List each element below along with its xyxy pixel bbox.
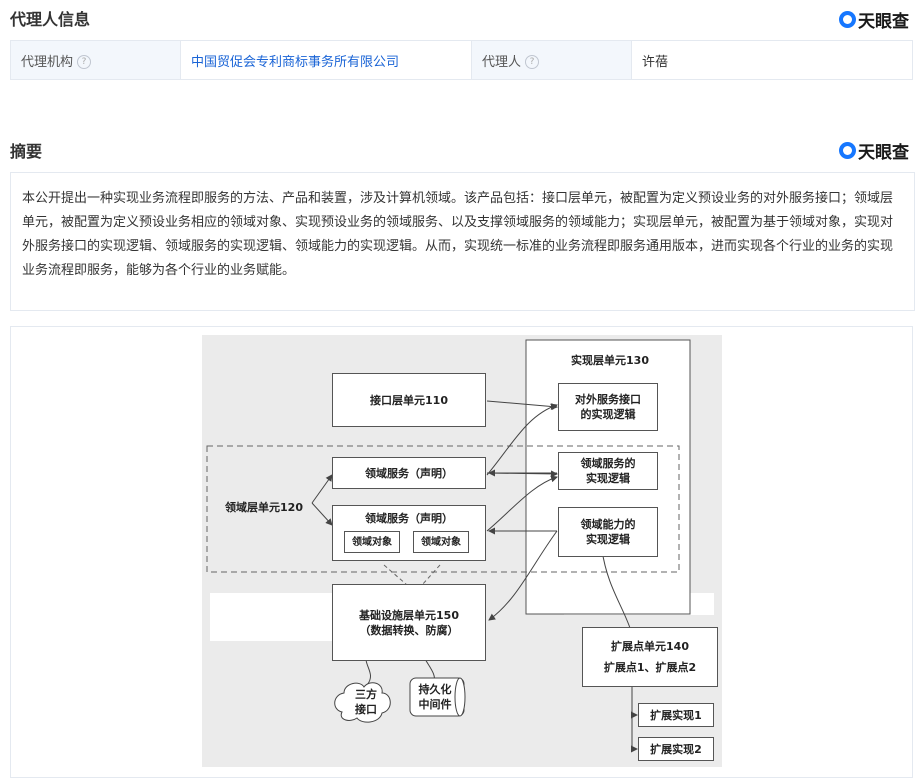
domain-object-box-2: 领域对象	[413, 531, 469, 553]
interface-unit-box: 接口层单元110	[332, 373, 486, 427]
impl-unit-label: 实现层单元130	[571, 354, 649, 367]
abstract-section-title: 摘要	[10, 142, 43, 161]
text-line: 的实现逻辑	[580, 408, 636, 421]
agency-label: 代理机构	[21, 54, 74, 70]
agent-section-title: 代理人信息	[10, 10, 91, 29]
brand-text: 天眼查	[858, 12, 909, 32]
text-line: 领域服务的	[580, 457, 636, 470]
dashed-link	[383, 564, 408, 586]
dashed-link	[421, 564, 441, 586]
infra-unit-box: 基础设施层单元150 （数据转换、防腐）	[332, 584, 486, 661]
text-line: 持久化	[418, 683, 452, 696]
domain-service-label: 领域服务（声明）	[365, 466, 453, 480]
agent-label: 代理人	[482, 54, 522, 70]
cloud-shape	[334, 682, 391, 723]
brand-text: 天眼查	[858, 143, 909, 163]
text-line: 中间件	[418, 698, 452, 711]
patent-diagram: 实现层单元130 接口层单元110 对外服务接口 的实现逻辑 领域服务的 实现逻…	[202, 335, 722, 767]
arrow	[631, 685, 638, 719]
ext-impl-box-2: 扩展实现2	[638, 737, 714, 761]
arrow	[631, 715, 638, 753]
tianyancha-logo-icon	[839, 142, 856, 159]
arrow	[488, 530, 558, 621]
help-icon[interactable]: ?	[525, 55, 540, 69]
impl-service-logic-box: 领域服务的 实现逻辑	[558, 452, 658, 490]
ext-impl-box-1: 扩展实现1	[638, 703, 714, 727]
help-icon[interactable]: ?	[77, 55, 92, 69]
agent-label-cell: 代理人?	[471, 40, 632, 80]
domain-object-label: 领域对象	[421, 536, 461, 548]
text-line: 接口	[355, 703, 377, 716]
text-line: 实现逻辑	[586, 533, 630, 546]
connector	[601, 549, 631, 629]
patch	[210, 593, 332, 641]
domain-service-box-1: 领域服务（声明）	[332, 457, 486, 489]
arrow	[486, 400, 558, 410]
text-line: 领域能力的	[580, 518, 636, 531]
text-line: 实现逻辑	[586, 472, 630, 485]
text-line: 基础设施层单元150	[359, 608, 459, 622]
agency-label-cell: 代理机构?	[10, 40, 181, 80]
text-line: 扩展点1、扩展点2	[603, 661, 697, 674]
arrow	[311, 502, 333, 526]
arrow	[311, 474, 333, 504]
agent-table: 代理机构? 中国贸促会专利商标事务所有限公司 代理人? 许蓓	[10, 40, 913, 80]
agency-link[interactable]: 中国贸促会专利商标事务所有限公司	[191, 54, 400, 70]
third-party-label: 三方 接口	[342, 687, 390, 717]
ext-impl-label: 扩展实现1	[650, 708, 702, 722]
brand-logo: 天眼查	[839, 138, 909, 163]
table-row: 代理机构? 中国贸促会专利商标事务所有限公司 代理人? 许蓓	[10, 40, 913, 80]
text-line: （数据转换、防腐）	[359, 623, 459, 637]
brand-logo: 天眼查	[839, 7, 909, 32]
domain-unit-label: 领域层单元120	[225, 501, 303, 514]
interface-unit-label: 接口层单元110	[370, 393, 448, 407]
text-line: 扩展点单元140	[611, 640, 689, 653]
domain-object-label: 领域对象	[352, 536, 392, 548]
domain-dashed-box	[206, 445, 680, 573]
impl-capability-logic-box: 领域能力的 实现逻辑	[558, 507, 658, 557]
cylinder-end	[454, 677, 466, 717]
ext-unit-box: 扩展点单元140 扩展点1、扩展点2	[582, 627, 718, 687]
diagram-connectors	[206, 339, 714, 753]
domain-service-label: 领域服务（声明）	[365, 512, 453, 525]
arrow	[486, 475, 558, 532]
agent-value: 许蓓	[642, 54, 669, 70]
agent-value-cell: 许蓓	[631, 40, 913, 80]
persistence-label: 持久化 中间件	[408, 682, 462, 712]
impl-interface-logic-box: 对外服务接口 的实现逻辑	[558, 383, 658, 431]
ext-impl-label: 扩展实现2	[650, 742, 702, 756]
tianyancha-logo-icon	[839, 11, 856, 28]
text-line: 对外服务接口	[575, 393, 641, 406]
abstract-text: 本公开提出一种实现业务流程即服务的方法、产品和装置，涉及计算机领域。该产品包括：…	[10, 172, 915, 311]
domain-object-box-1: 领域对象	[344, 531, 400, 553]
text-line: 三方	[355, 688, 377, 701]
arrow	[486, 403, 558, 476]
agency-value-cell: 中国贸促会专利商标事务所有限公司	[180, 40, 472, 80]
